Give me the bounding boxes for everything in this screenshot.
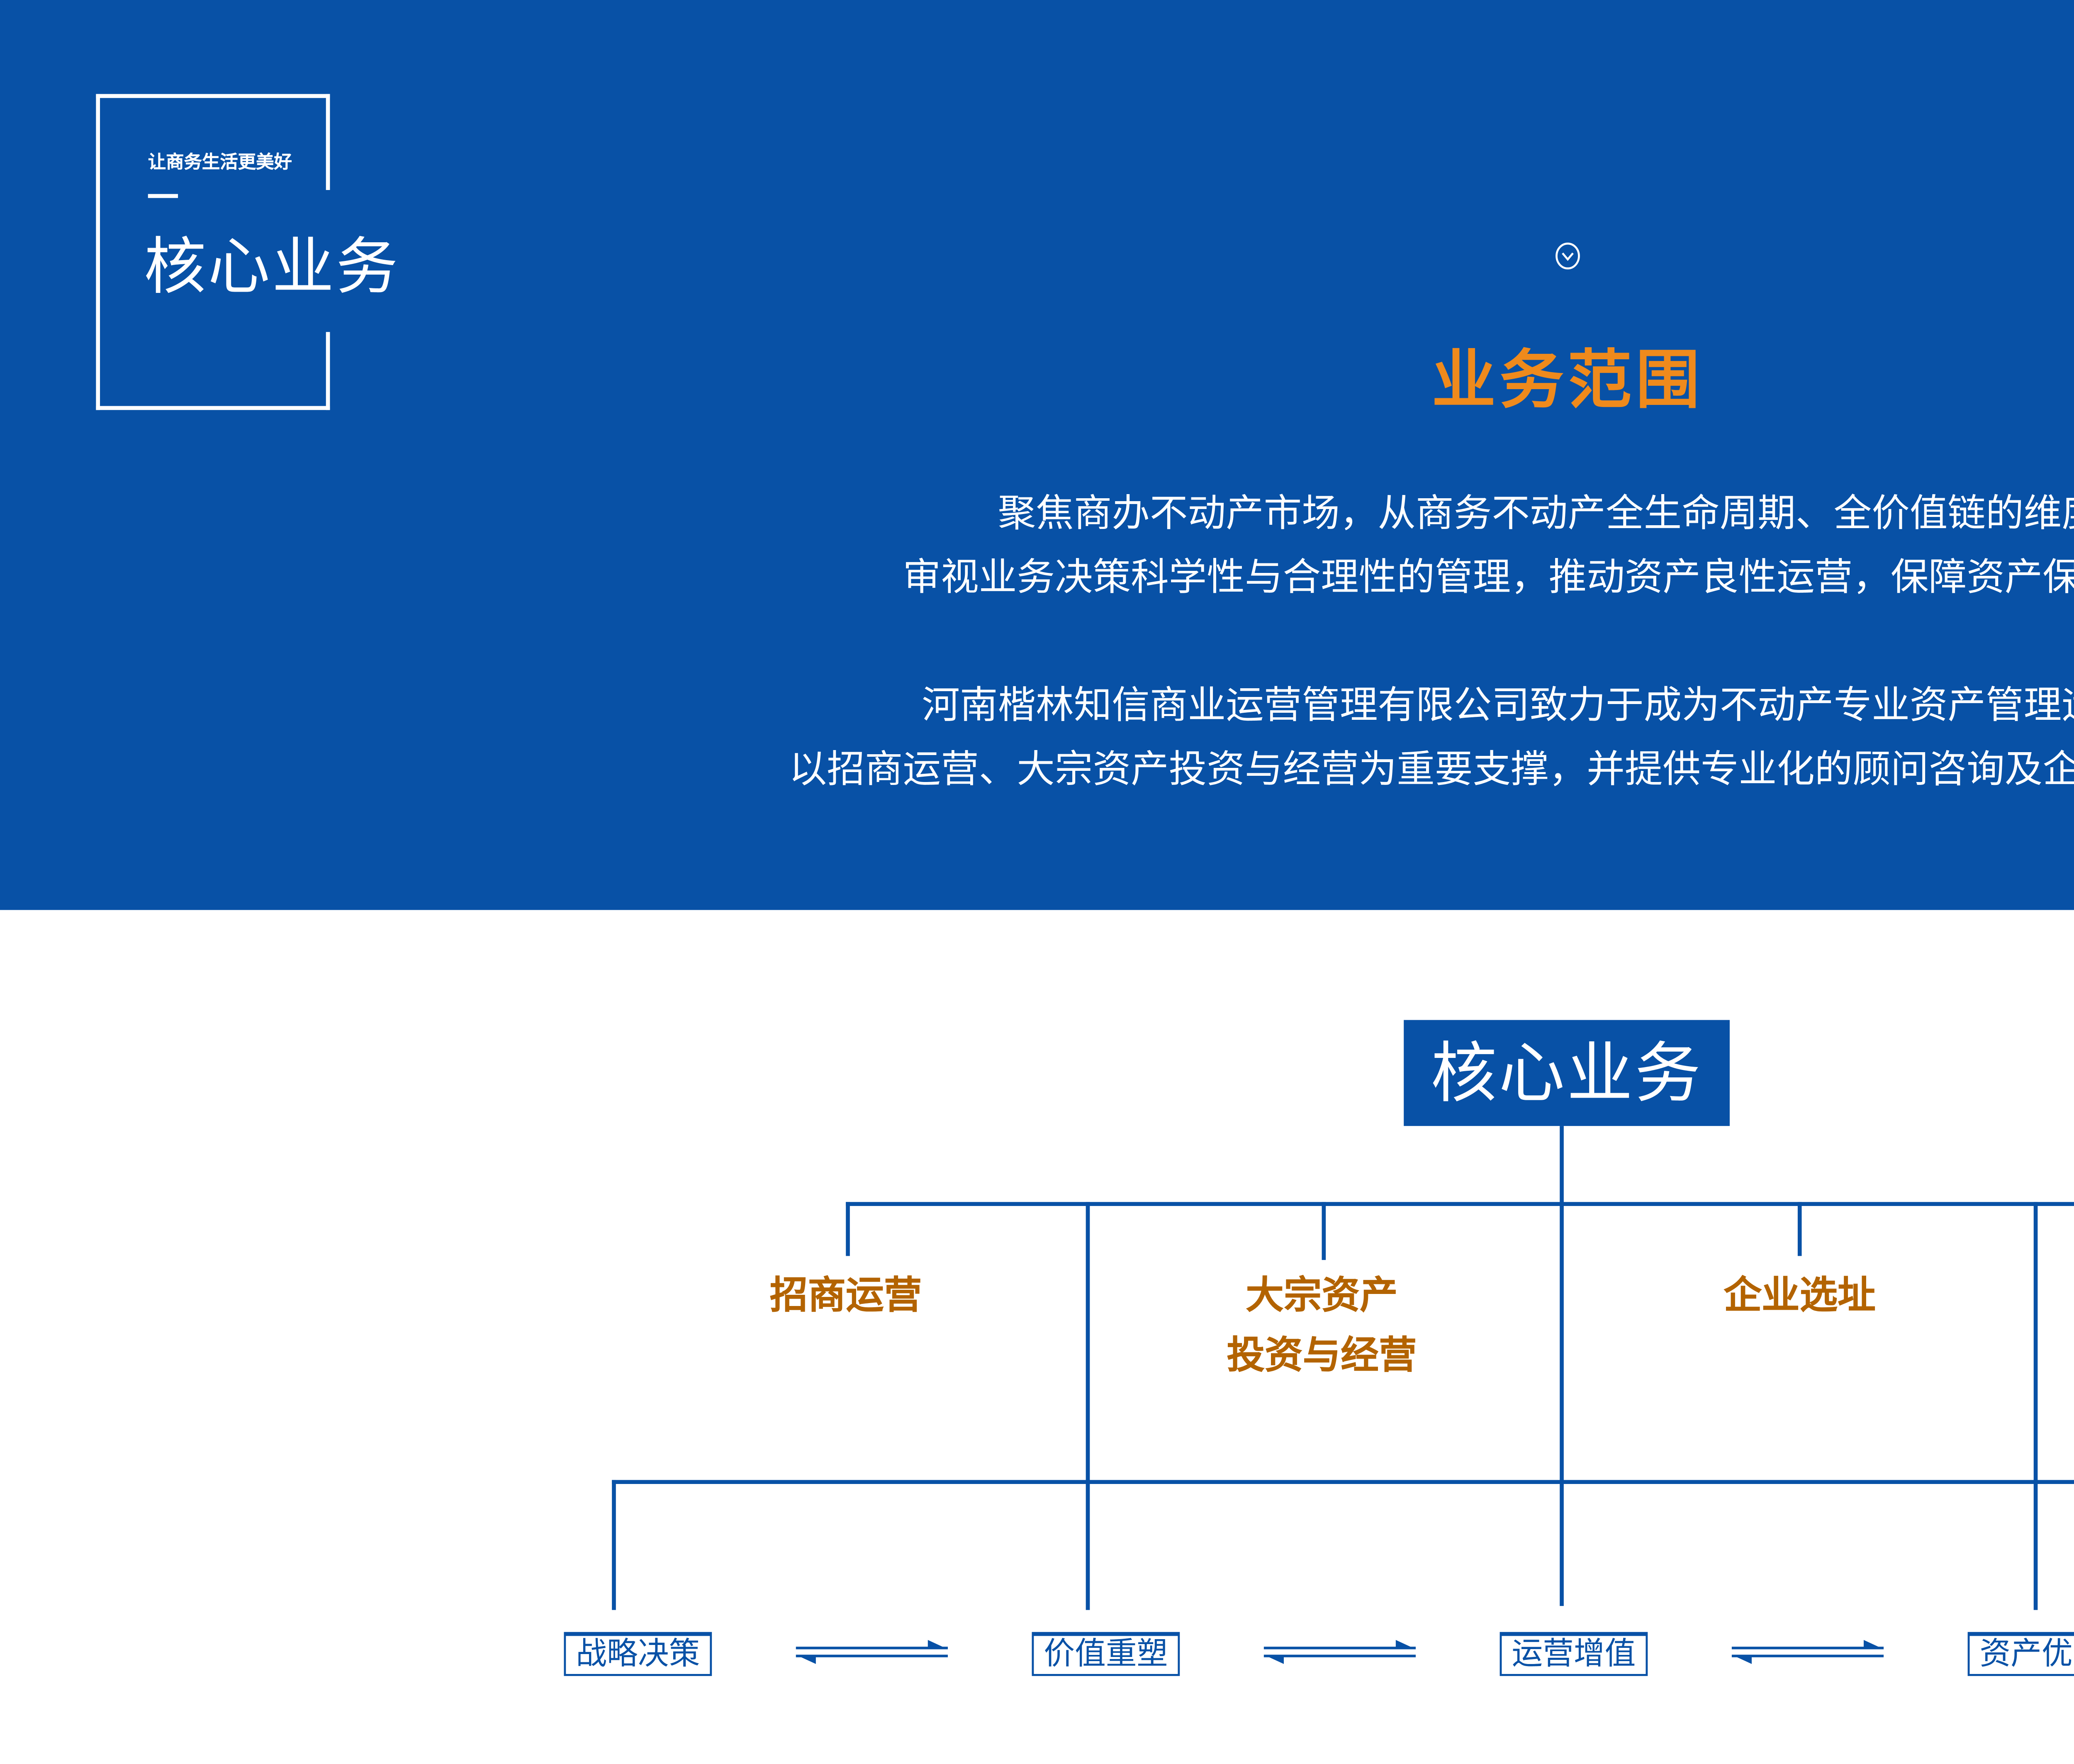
- connector-line: [846, 1202, 2074, 1206]
- chevron-down-circle-icon: [1556, 242, 1580, 270]
- connector-line: [1086, 1202, 1089, 1610]
- branch-label-text: 招商运营: [769, 1274, 922, 1318]
- lifecycle-node-asset-optimize: 资产优化: [1967, 1632, 2074, 1676]
- bidirectional-arrow-icon: [796, 1640, 948, 1664]
- page-title: 核心业务: [144, 232, 400, 304]
- connector-line: [2033, 1202, 2037, 1610]
- connector-line: [612, 1480, 615, 1610]
- branch-label-text: 投资与经营: [1227, 1334, 1417, 1378]
- divider: [148, 194, 178, 197]
- tagline: 让商务生活更美好: [148, 154, 292, 174]
- branch-label-site-selection: 企业选址: [1640, 1266, 1960, 1326]
- branch-label-text: 企业选址: [1723, 1274, 1876, 1318]
- header-band: [0, 0, 2074, 910]
- branch-label-leasing: 招商运营: [686, 1266, 1006, 1326]
- section-title: 业务范围: [1431, 342, 1704, 418]
- org-root-node: 核心业务: [1404, 1020, 1730, 1126]
- branch-label-bulk-assets: 大宗资产 投资与经营: [1162, 1266, 1482, 1386]
- connector-line: [612, 1480, 2074, 1484]
- description-line: 以招商运营、大宗资产投资与经营为重要支撑，并提供专业化的顾问咨询及企业选址等服务…: [789, 748, 2074, 792]
- connector-line: [1560, 1202, 1563, 1606]
- bidirectional-arrow-icon: [1263, 1640, 1416, 1664]
- connector-line: [846, 1202, 849, 1256]
- title-frame-edge: [326, 94, 330, 190]
- connector-line: [1322, 1202, 1325, 1260]
- branch-label-text: 大宗资产: [1246, 1274, 1398, 1318]
- lifecycle-node-operation: 运营增值: [1500, 1632, 1648, 1676]
- title-frame: [96, 94, 330, 410]
- connector-line: [1560, 1126, 1563, 1206]
- bidirectional-arrow-icon: [1731, 1640, 1884, 1664]
- description-line: 聚焦商办不动产市场，从商务不动产全生命周期、全价值链的维度，: [998, 492, 2074, 536]
- description-line: 审视业务决策科学性与合理性的管理，推动资产良性运营，保障资产保值增值。: [903, 556, 2074, 600]
- lifecycle-node-value-reshape: 价值重塑: [1032, 1632, 1180, 1676]
- connector-line: [1797, 1202, 1801, 1256]
- title-frame-edge: [326, 332, 330, 410]
- lifecycle-node-strategy: 战略决策: [564, 1632, 712, 1676]
- description-line: 河南楷林知信商业运营管理有限公司致力于成为不动产专业资产管理运营商，: [922, 684, 2074, 728]
